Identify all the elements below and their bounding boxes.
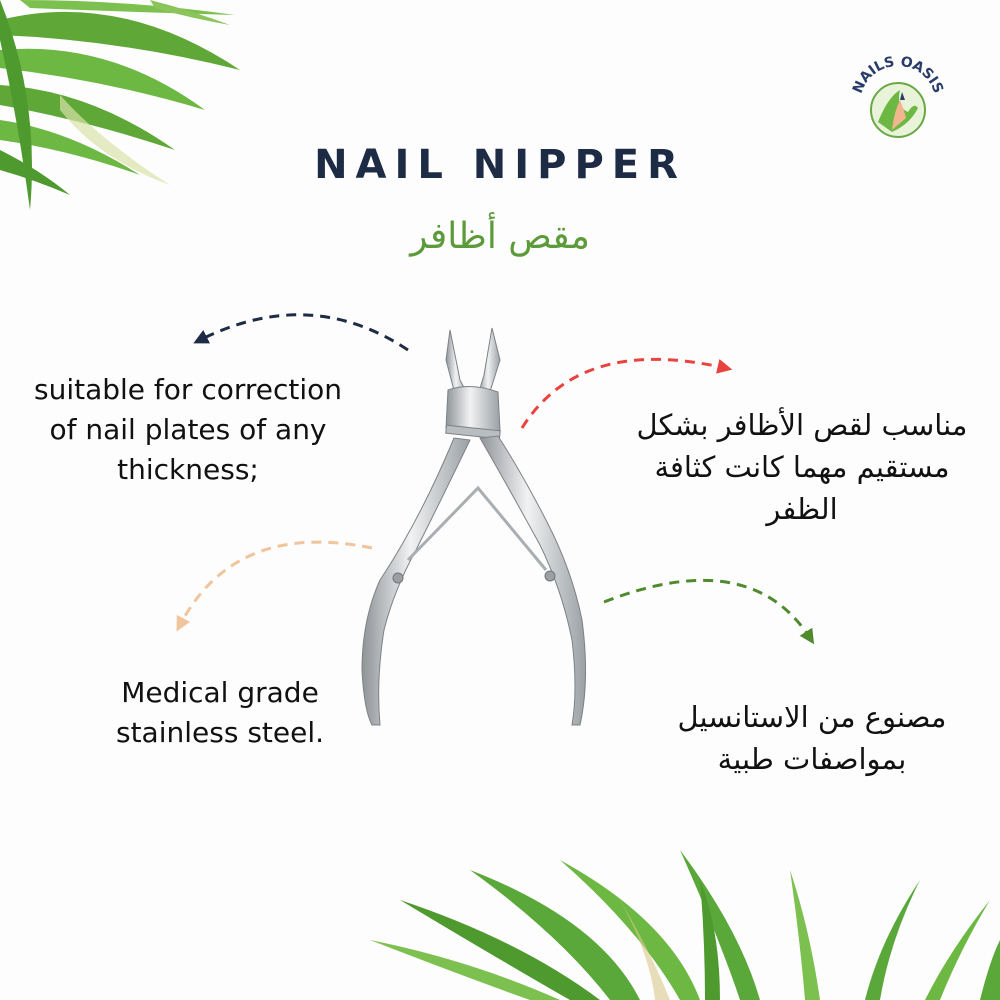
feature-line: suitable for correction — [33, 373, 343, 406]
arrow-bottom-right — [603, 578, 815, 645]
feature-line: مناسب لقص الأظافر بشكل — [636, 408, 968, 442]
arrow-bottom-left — [176, 540, 373, 632]
arrow-top-left — [193, 313, 409, 352]
feature-line: of nail plates of any — [49, 413, 327, 446]
feature-line: مصنوع من الاستانسيل — [677, 700, 947, 734]
feature-top-left: suitable for correction of nail plates o… — [18, 370, 358, 490]
nail-nipper-image — [361, 327, 587, 726]
feature-line: Medical grade — [121, 676, 319, 709]
brand-logo: NAILS OASIS — [848, 52, 948, 152]
hand-leaf-logo-icon: NAILS OASIS — [850, 54, 946, 138]
feature-line: thickness; — [117, 453, 259, 486]
feature-line: مستقيم مهما كانت كثافة — [654, 450, 950, 484]
arrow-top-right — [520, 357, 733, 429]
feature-bottom-left: Medical grade stainless steel. — [70, 673, 370, 753]
feature-line: stainless steel. — [115, 716, 325, 749]
page-subtitle-arabic: مقص أظافر — [410, 216, 590, 257]
feature-bottom-right-arabic: مصنوع من الاستانسيل بمواصفات طبية — [652, 696, 972, 780]
feature-line: بمواصفات طبية — [717, 742, 907, 776]
feature-top-right-arabic: مناسب لقص الأظافر بشكل مستقيم مهما كانت … — [622, 404, 982, 530]
feature-line: الظفر — [766, 492, 838, 526]
page-title: NAIL NIPPER — [314, 142, 686, 188]
